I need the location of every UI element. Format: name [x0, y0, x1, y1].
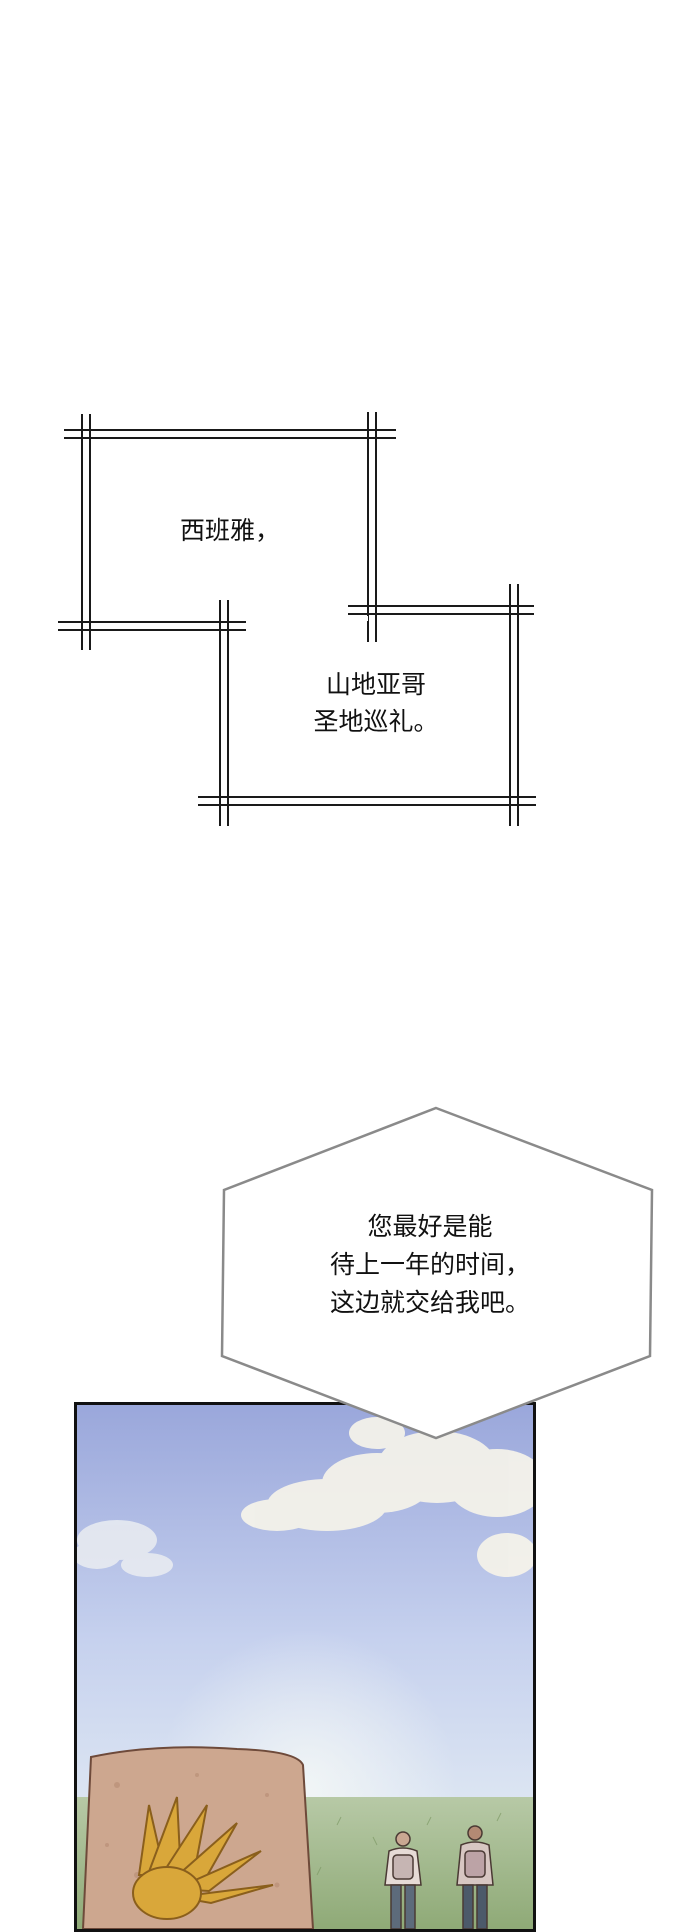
- comic-panel: [74, 1402, 536, 1932]
- narration-box-2: 山地亚哥 圣地巡礼。: [276, 666, 476, 740]
- narration-box-2-line-1: 山地亚哥: [325, 670, 426, 699]
- speech-line-1: 您最好是能: [367, 1212, 493, 1241]
- scallop-shell-icon: [132, 1796, 274, 1920]
- speech-line-3: 这边就交给我吧。: [329, 1288, 530, 1317]
- narration-box-2-line-2: 圣地巡礼。: [313, 707, 439, 736]
- speech-line-2: 待上一年的时间，: [329, 1250, 530, 1279]
- narration-box-1: 西班雅，: [150, 512, 310, 549]
- pilgrim-right: [456, 1825, 494, 1929]
- cloud-right: [241, 1417, 533, 1577]
- pilgrim-left: [384, 1831, 422, 1929]
- cloud-left: [77, 1520, 173, 1577]
- panel-illustration: [77, 1405, 533, 1929]
- narration-box-1-line-1: 西班雅，: [179, 516, 280, 545]
- speech-balloon-text: 您最好是能 待上一年的时间， 这边就交给我吧。: [280, 1208, 580, 1322]
